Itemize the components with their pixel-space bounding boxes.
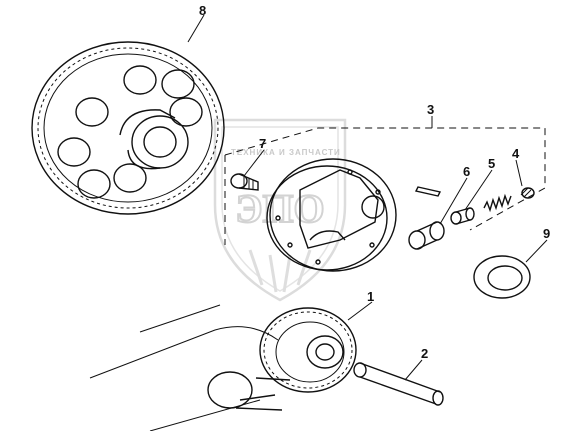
- drive-gear-part-1: [259, 301, 373, 393]
- washer-part-9: [473, 239, 548, 299]
- callout-7: 7: [259, 136, 266, 151]
- bolt-part-7: [230, 149, 265, 191]
- pin-part-2: [353, 359, 444, 406]
- leader-8: [187, 14, 205, 43]
- small-pin: [414, 186, 442, 197]
- callout-3: 3: [427, 102, 434, 117]
- large-gear-part-8: [31, 41, 225, 215]
- spring-part-4: [483, 159, 535, 213]
- callout-6: 6: [463, 164, 470, 179]
- callout-2: 2: [421, 346, 428, 361]
- callout-5: 5: [488, 156, 495, 171]
- watermark-logo: ТЕХНИКА И ЗАПЧАСТИ ЭПО: [213, 118, 347, 302]
- watermark-top-text: ТЕХНИКА И ЗАПЧАСТИ: [231, 148, 341, 157]
- pump-housing: [266, 158, 397, 272]
- callout-9: 9: [543, 226, 550, 241]
- callout-1: 1: [367, 289, 374, 304]
- engine-shaft: [89, 304, 291, 431]
- plunger-part-6: [408, 177, 468, 250]
- watermark-logo-text: ЭПО: [235, 186, 324, 231]
- callout-4: 4: [512, 146, 520, 161]
- callout-8: 8: [199, 3, 206, 18]
- assembly-group-part-3: [224, 116, 546, 245]
- sleeve-part-5: [450, 169, 493, 225]
